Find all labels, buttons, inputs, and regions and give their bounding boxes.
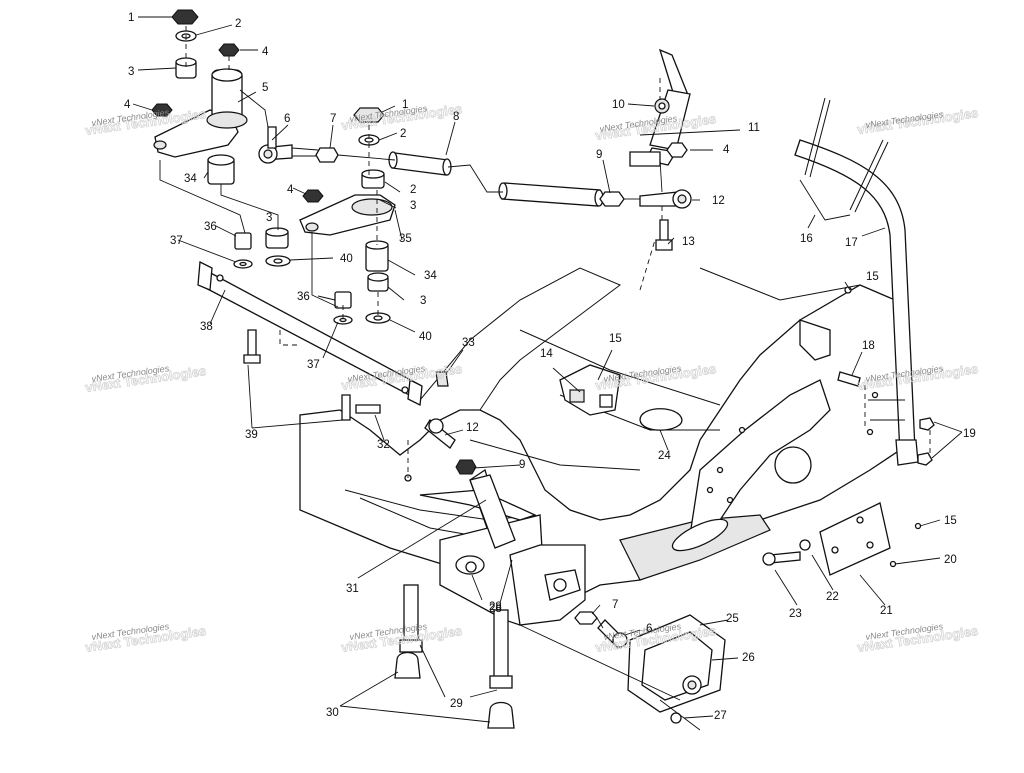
callout-label: 23: [789, 608, 802, 620]
callout-label: 3: [128, 66, 134, 78]
callout-label: 33: [462, 337, 475, 349]
callout-label: 34: [184, 173, 197, 185]
callout-label: 6: [284, 113, 290, 125]
callout-label: 35: [399, 233, 412, 245]
callout-label: 34: [424, 270, 437, 282]
steering-post: [794, 139, 919, 466]
callout-label: 40: [340, 253, 353, 265]
callout-label: 22: [826, 591, 839, 603]
main-frame: [299, 267, 906, 596]
callout-label: 17: [845, 237, 858, 249]
tie-rod-tube-8: [388, 151, 604, 549]
callout-label: 37: [170, 235, 183, 247]
bolts: [243, 126, 861, 689]
callout-label: 12: [466, 422, 479, 434]
callout-label: 28: [489, 603, 502, 615]
callout-label: 14: [540, 348, 553, 360]
callout-label: 30: [326, 707, 339, 719]
callout-label: 11: [748, 122, 760, 134]
callout-label: 32: [377, 439, 390, 451]
callout-label: 8: [453, 111, 459, 123]
callout-label: 12: [712, 195, 725, 207]
callout-label: 5: [262, 82, 268, 94]
callout-label: 15: [866, 271, 879, 283]
callout-label: 21: [880, 605, 893, 617]
callout-label: 29: [450, 698, 463, 710]
callout-label: 19: [963, 428, 976, 440]
callout-label: 3: [420, 295, 426, 307]
engine-mount-25-26: [627, 614, 726, 713]
callout-label: 18: [862, 340, 875, 352]
callout-label: 7: [330, 113, 336, 125]
callout-label: 2: [410, 184, 416, 196]
callout-label: 9: [519, 459, 525, 471]
callout-label: 31: [346, 583, 359, 595]
motor-mount-24: [639, 408, 683, 431]
cables-16: [799, 97, 889, 221]
callout-label: 25: [726, 613, 739, 625]
callout-label: 4: [124, 99, 131, 111]
callout-label: 10: [612, 99, 625, 111]
callout-label: 38: [200, 321, 213, 333]
nuts-and-washers: [151, 9, 935, 729]
callout-label: 2: [400, 128, 406, 140]
steering-column: [629, 48, 691, 167]
callout-label: 36: [204, 221, 217, 233]
bracket-14: [559, 364, 621, 416]
plate-21: [819, 502, 891, 576]
callout-label: 15: [609, 333, 622, 345]
callout-label: 4: [262, 46, 269, 58]
callout-label: 37: [307, 359, 320, 371]
callout-leaders: [132, 16, 963, 723]
pitman-arm: [153, 68, 248, 158]
idler-arm: [299, 194, 396, 236]
rod-ends: [258, 144, 692, 649]
callout-label: 36: [297, 291, 310, 303]
callout-label: 28: [489, 601, 502, 613]
callout-label: 1: [128, 12, 134, 24]
callout-label: 3: [266, 212, 272, 224]
assembly-lines: [159, 26, 931, 731]
callout-label: 6: [646, 623, 652, 635]
callout-label: 9: [596, 149, 602, 161]
callout-label: 7: [612, 599, 618, 611]
callout-label: 15: [944, 515, 957, 527]
callout-label: 39: [245, 429, 258, 441]
callout-label: 20: [944, 554, 957, 566]
callout-numbers: 1 2 3 4 5 4 6 7 1 2 8 9 10 11 4 12 13 34…: [124, 12, 976, 722]
callout-label: 13: [682, 236, 695, 248]
callout-label: 2: [235, 18, 241, 30]
relay-rod: [197, 260, 423, 407]
callout-label: 27: [714, 710, 727, 722]
callout-label: 16: [800, 233, 813, 245]
callout-label: 4: [723, 144, 730, 156]
callout-label: 40: [419, 331, 432, 343]
callout-label: 24: [658, 450, 671, 462]
callout-label: 26: [742, 652, 755, 664]
callout-label: 1: [402, 99, 408, 111]
callout-label: 4: [287, 184, 294, 196]
callout-label: 3: [410, 200, 416, 212]
